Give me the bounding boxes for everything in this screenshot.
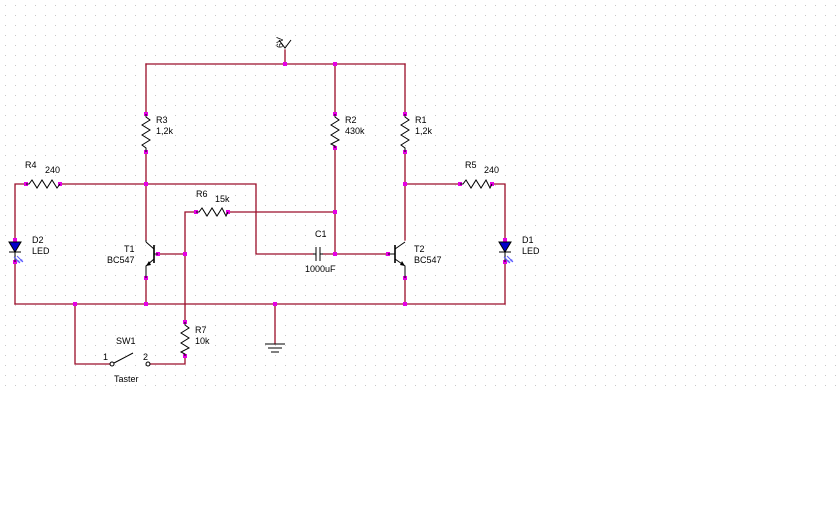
r4-ref: R4 xyxy=(25,160,37,170)
c1-ref: C1 xyxy=(315,229,327,239)
capacitor-c1[interactable]: C1 1000uF xyxy=(305,229,336,274)
resistor-icon xyxy=(400,114,410,152)
r5-ref: R5 xyxy=(465,160,477,170)
r7-ref: R7 xyxy=(195,325,207,335)
r2-value: 430k xyxy=(345,126,365,136)
wires xyxy=(14,49,506,365)
r3-value: 1,2k xyxy=(156,126,174,136)
d1-ref: D1 xyxy=(522,235,534,245)
supply-6v[interactable]: 6V xyxy=(275,37,292,49)
background-grid xyxy=(5,5,836,386)
led-icon xyxy=(8,241,24,264)
d1-model: LED xyxy=(522,246,540,256)
transistor-t2[interactable]: T2 BC547 xyxy=(388,241,442,278)
r4-value: 240 xyxy=(45,165,60,175)
switch-icon xyxy=(109,352,151,367)
r1-ref: R1 xyxy=(415,115,427,125)
r2-ref: R2 xyxy=(345,115,357,125)
d2-model: LED xyxy=(32,246,50,256)
resistor-r4[interactable]: R4 240 xyxy=(25,160,61,189)
resistor-icon xyxy=(141,114,151,152)
resistor-icon xyxy=(26,179,61,189)
ground-icon xyxy=(265,343,285,353)
r1-value: 1,2k xyxy=(415,126,433,136)
sw1-pin2: 2 xyxy=(143,352,148,362)
npn-transistor-icon xyxy=(145,240,158,278)
resistor-r2[interactable]: R2 430k xyxy=(329,114,365,148)
t1-ref: T1 xyxy=(124,244,135,254)
r7-value: 10k xyxy=(195,336,210,346)
t2-model: BC547 xyxy=(414,255,442,265)
sw1-ref: SW1 xyxy=(116,336,136,346)
resistor-icon xyxy=(460,178,493,190)
supply-label: 6V xyxy=(275,37,285,48)
junction-nodes xyxy=(13,62,507,358)
led-d2[interactable]: D2 LED xyxy=(8,235,50,264)
resistor-r7[interactable]: R7 10k xyxy=(179,322,210,356)
sw1-pin1: 1 xyxy=(103,352,108,362)
r6-ref: R6 xyxy=(196,189,208,199)
r5-value: 240 xyxy=(484,165,499,175)
resistor-r6[interactable]: R6 15k xyxy=(196,189,230,218)
led-icon xyxy=(498,241,514,264)
t2-ref: T2 xyxy=(414,244,425,254)
r6-value: 15k xyxy=(215,194,230,204)
resistor-icon xyxy=(196,206,229,218)
resistor-icon xyxy=(329,114,341,148)
resistor-r1[interactable]: R1 1,2k xyxy=(400,114,433,152)
c1-value: 1000uF xyxy=(305,264,336,274)
capacitor-icon xyxy=(313,247,323,261)
resistor-r3[interactable]: R3 1,2k xyxy=(141,114,174,152)
d2-ref: D2 xyxy=(32,235,44,245)
switch-sw1[interactable]: SW1 1 2 Taster xyxy=(103,336,151,384)
sw1-name: Taster xyxy=(114,374,139,384)
npn-transistor-icon xyxy=(388,241,406,278)
ground-symbol[interactable] xyxy=(265,343,285,353)
r3-ref: R3 xyxy=(156,115,168,125)
led-d1[interactable]: D1 LED xyxy=(498,235,540,264)
resistor-icon xyxy=(179,322,191,356)
t1-model: BC547 xyxy=(107,255,135,265)
resistor-r5[interactable]: R5 240 xyxy=(460,160,499,190)
transistor-t1[interactable]: T1 BC547 xyxy=(107,240,158,278)
